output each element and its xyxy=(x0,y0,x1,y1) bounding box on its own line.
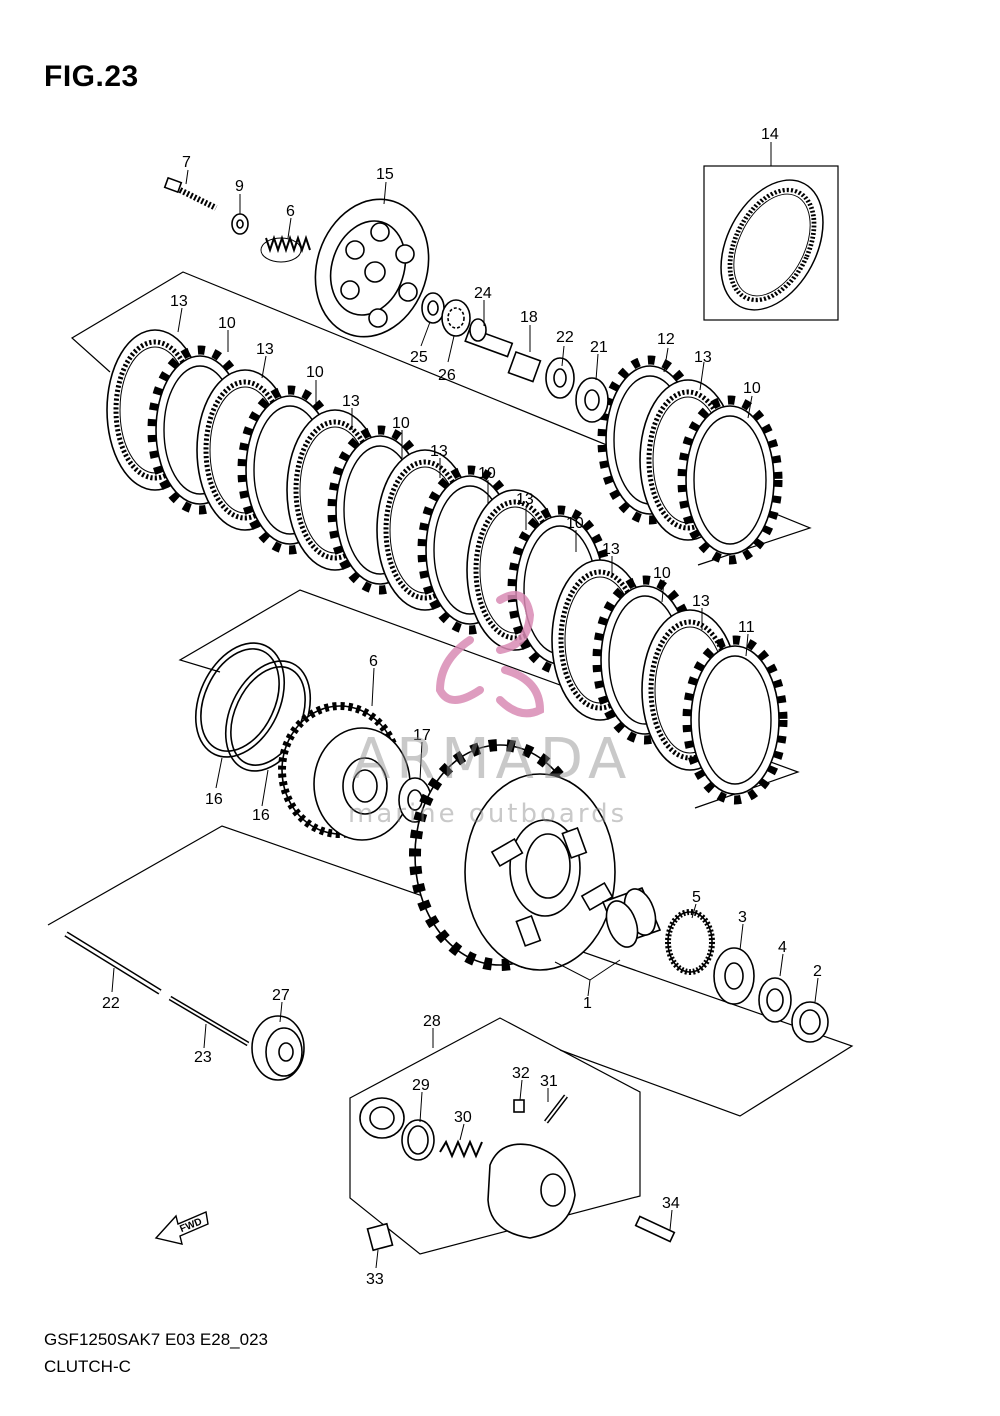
callout-13: 13 xyxy=(256,341,274,358)
callout-10: 10 xyxy=(653,565,671,582)
callout-32: 32 xyxy=(512,1065,530,1082)
release-parts xyxy=(421,292,609,423)
model-code: GSF1250SAK7 E03 E28_023 xyxy=(44,1330,268,1349)
watermark: ARMADA marine outboards xyxy=(348,591,632,829)
callout-10: 10 xyxy=(743,380,761,397)
callout-14: 14 xyxy=(761,126,779,143)
bolt-7 xyxy=(163,176,218,211)
watermark-logo-icon xyxy=(435,591,545,718)
callouts: 7 9 6 15 14 24 18 22 21 25 26 12 13 10 1… xyxy=(102,126,822,1288)
callout-17: 16 xyxy=(205,791,223,808)
callout-2: 2 xyxy=(813,963,822,980)
callout-21: 22 xyxy=(556,329,574,346)
callout-29: 29 xyxy=(412,1077,430,1094)
callout-33: 33 xyxy=(366,1271,384,1288)
callout-1: 1 xyxy=(583,995,592,1012)
callout-3: 3 xyxy=(738,909,747,926)
plate-14 xyxy=(701,167,842,324)
callout-5: 5 xyxy=(692,889,701,906)
callout-10: 10 xyxy=(218,315,236,332)
callout-10: 10 xyxy=(566,515,584,532)
clutch-slave-frame xyxy=(349,1017,641,1255)
section-name: CLUTCH-C xyxy=(44,1357,131,1376)
watermark-tagline: marine outboards xyxy=(348,799,627,829)
callout-7: 7 xyxy=(182,154,191,171)
callout-10: 10 xyxy=(478,465,496,482)
callout-20: 21 xyxy=(590,339,608,356)
callout-30: 30 xyxy=(454,1109,472,1126)
leader-lines xyxy=(111,142,819,1269)
watermark-brand: ARMADA xyxy=(352,727,632,792)
callout-11: 11 xyxy=(738,619,755,636)
callout-24: 24 xyxy=(474,285,492,302)
callout-18: 17 xyxy=(413,727,431,744)
callout-13: 13 xyxy=(170,293,188,310)
callout-13: 13 xyxy=(342,393,360,410)
callout-19: 18 xyxy=(520,309,538,326)
slave-cylinder xyxy=(359,1094,676,1252)
figure-title: FIG.23 xyxy=(44,60,139,93)
callout-9: 9 xyxy=(235,178,244,195)
callout-23: 23 xyxy=(194,1049,212,1066)
callout-26: 26 xyxy=(438,367,456,384)
callout-10: 10 xyxy=(306,364,324,381)
callout-13: 13 xyxy=(430,443,448,460)
fwd-label: FWD xyxy=(178,1216,203,1235)
callout-13: 13 xyxy=(692,593,710,610)
spring-8 xyxy=(260,234,311,263)
callout-13: 13 xyxy=(516,491,534,508)
clutch-hub xyxy=(278,702,432,841)
callout-4: 4 xyxy=(778,939,787,956)
callout-27: 27 xyxy=(272,987,290,1004)
callout-12: 12 xyxy=(657,331,675,348)
bushing-and-bearing xyxy=(601,886,829,1043)
push-rods xyxy=(64,931,305,1081)
callout-34: 34 xyxy=(662,1195,680,1212)
callout-25: 25 xyxy=(410,349,428,366)
callout-6: 6 xyxy=(369,653,378,670)
upper-plate-frame xyxy=(70,271,812,566)
clutch-hub-frame xyxy=(47,825,854,1117)
callout-31: 31 xyxy=(540,1073,558,1090)
callout-22: 22 xyxy=(102,995,120,1012)
callout-13: 13 xyxy=(694,349,712,366)
callout-15: 15 xyxy=(376,166,394,183)
pressure-plate xyxy=(314,198,430,338)
clutch-housing xyxy=(409,739,616,971)
fwd-arrow-icon: FWD xyxy=(154,1211,209,1245)
callout-8: 6 xyxy=(286,203,295,220)
callout-13: 13 xyxy=(602,541,620,558)
callout-28: 28 xyxy=(423,1013,441,1030)
callout-10: 10 xyxy=(392,415,410,432)
callout-16: 16 xyxy=(252,807,270,824)
washer-9 xyxy=(231,213,249,235)
